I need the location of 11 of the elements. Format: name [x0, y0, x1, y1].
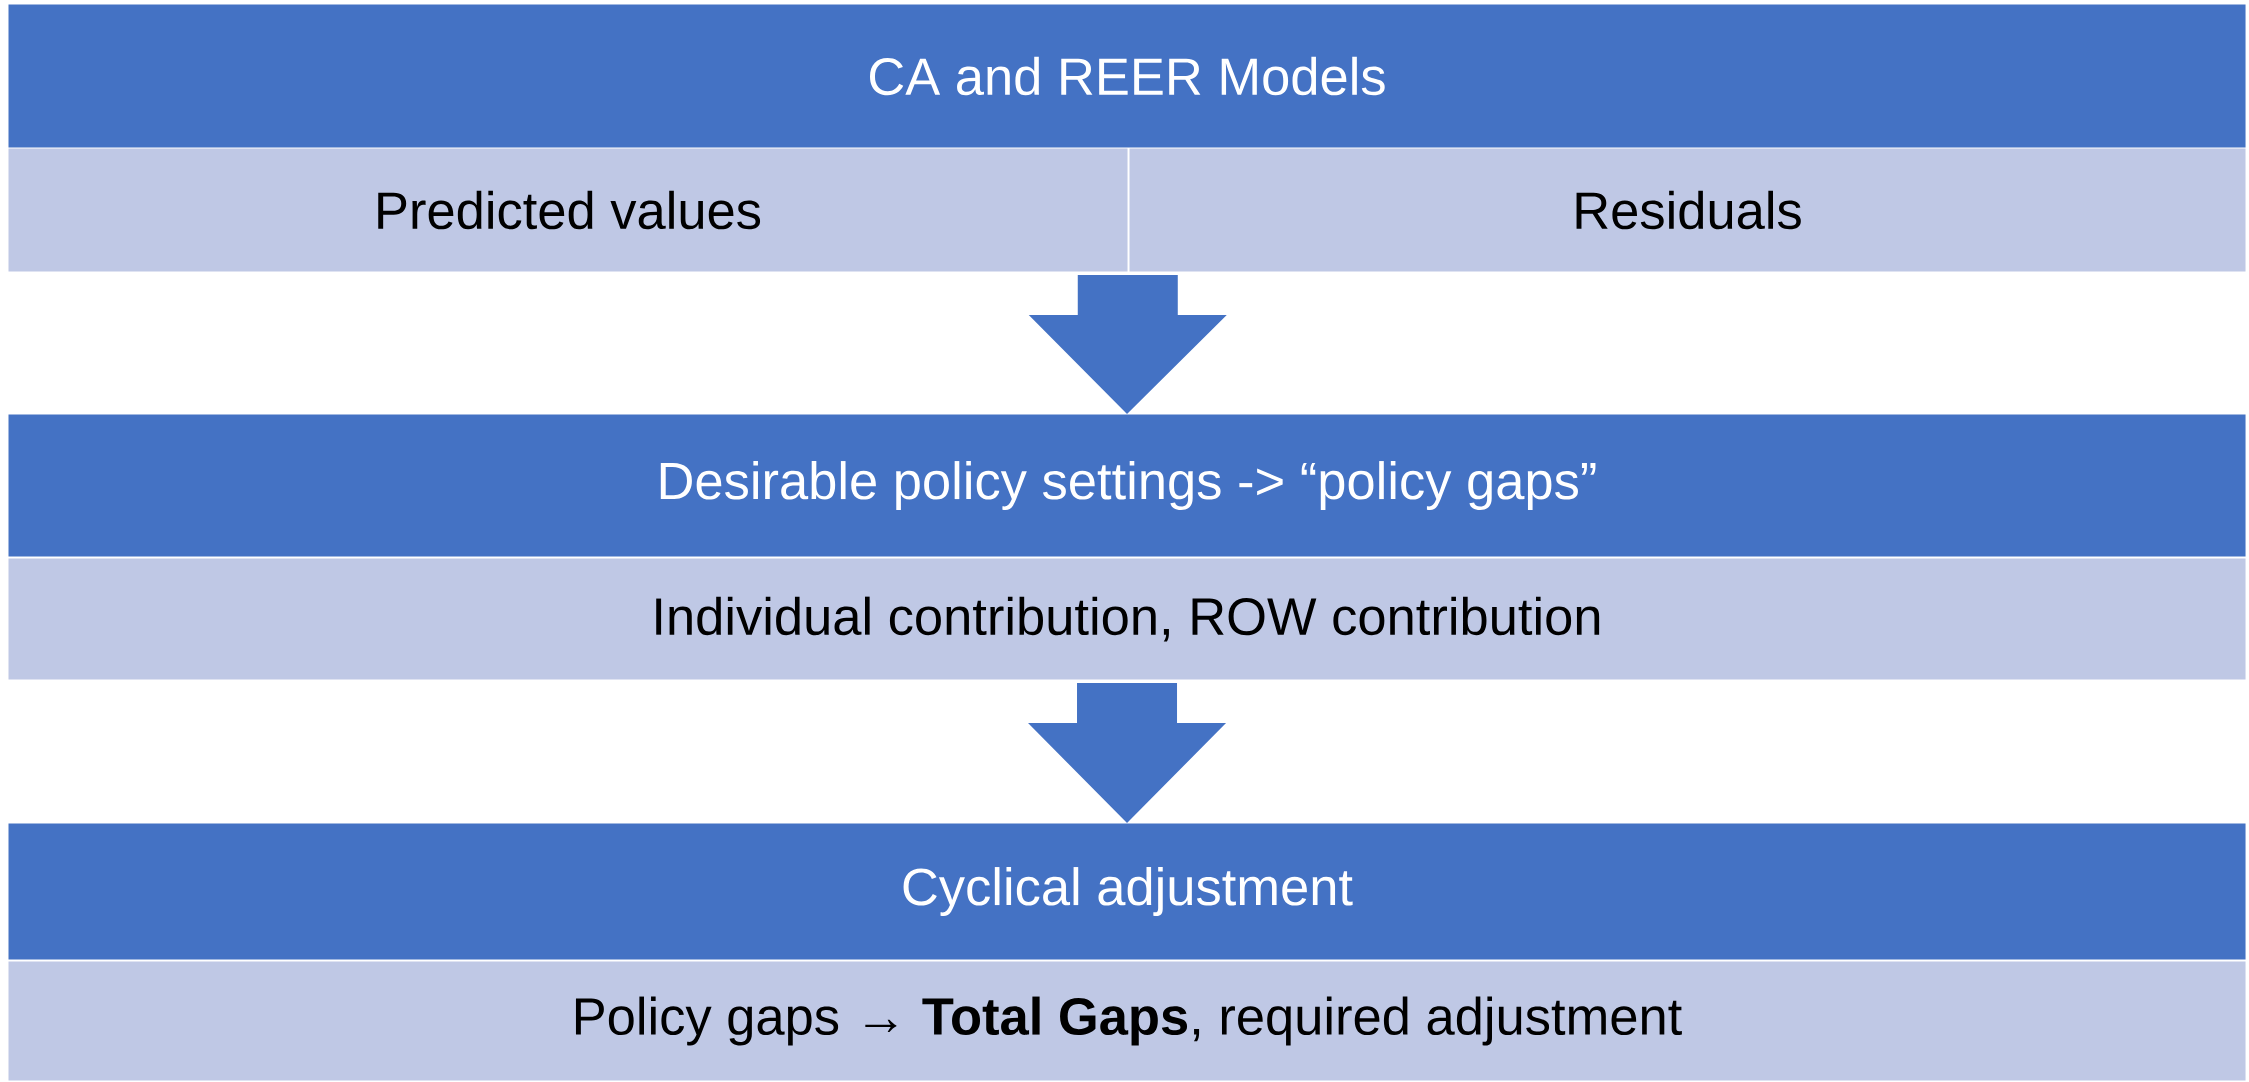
band-header: Cyclical adjustment	[8, 823, 2246, 960]
band-row: Predicted values	[8, 148, 1128, 272]
node-label: Predicted values	[378, 190, 761, 230]
block-arrow	[1028, 275, 1227, 414]
band-row: Individual contribution, ROW contribution	[8, 558, 2246, 680]
band-row: Policy gaps → Total Gaps, required adjustment	[8, 961, 2246, 1081]
band-header: Desirable policy settings -> “policy gaps”	[8, 414, 2246, 557]
band-row: Residuals	[1129, 148, 2246, 272]
block-arrow	[1028, 683, 1227, 823]
node-label: Residuals	[1576, 190, 1801, 230]
band-header: CA and REER Models	[8, 4, 2246, 148]
